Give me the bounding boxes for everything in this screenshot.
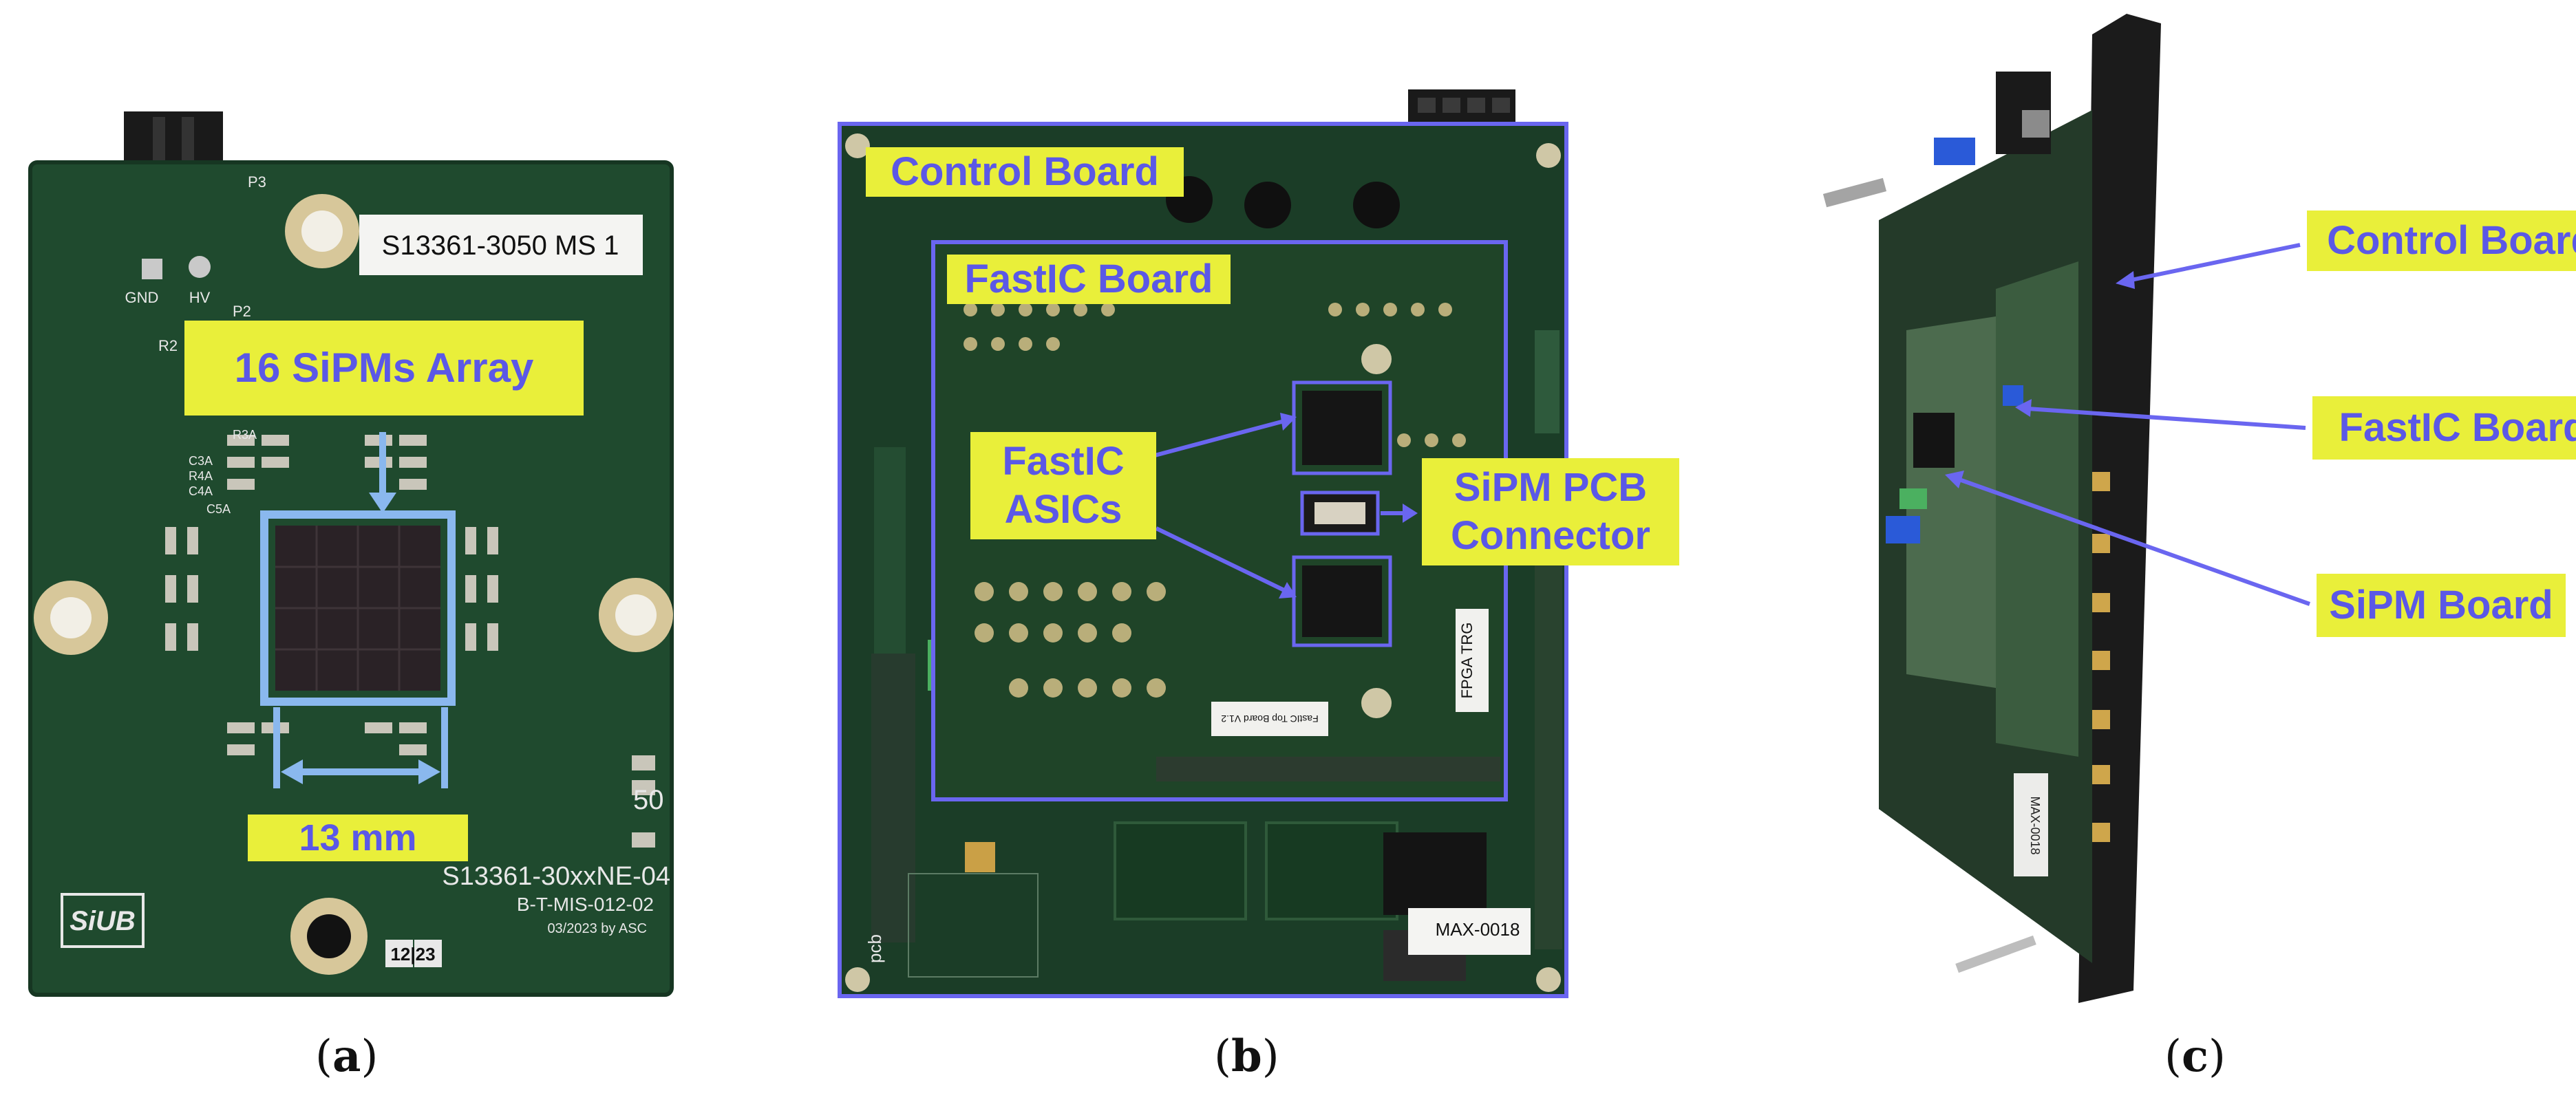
- back-plate: [2078, 14, 2161, 1003]
- panel-a-photo: S13361-3050 MS 1 GND HV P2 P3 R2 R3A C3A…: [28, 111, 674, 997]
- arrow-to-control-board: [2116, 271, 2135, 289]
- silk-date: 03/2023 by ASC: [547, 921, 647, 936]
- max-sticker-side: [2014, 773, 2048, 876]
- caption-b: (b): [1214, 1031, 1279, 1082]
- silk-50: 50: [633, 785, 664, 815]
- silk-part: S13361-30xxNE-04: [442, 862, 670, 891]
- siub-logo: [61, 893, 145, 948]
- label-sipm-array: 16 SiPMs Array: [184, 321, 584, 416]
- silk-hv: HV: [189, 289, 211, 306]
- yellow-button: [965, 842, 995, 872]
- silk-c5a: C5A: [206, 502, 231, 516]
- mount-hole: [285, 194, 359, 268]
- array-outline: [260, 510, 456, 706]
- mount-hole: [599, 578, 673, 652]
- max-label: MAX-0018: [1436, 919, 1520, 940]
- panel-c: MAX-0018 Control Board FastIC Board SiPM…: [1789, 0, 2576, 1100]
- label-fastic-asics-line2: ASICs: [1004, 487, 1122, 532]
- smd-components: [165, 435, 498, 755]
- asic-chip-top: [1302, 391, 1382, 465]
- fastic-sticker: [1211, 702, 1328, 736]
- label-sipm-board-c: SiPM Board: [2317, 574, 2566, 637]
- label-sipm-connector-line2: Connector: [1451, 513, 1650, 558]
- panel-b: MAX-0018 FPGA TRG FastIC Top Board V1.2 …: [812, 0, 1679, 1100]
- pcb-label: pcb: [864, 934, 885, 963]
- asic-chip-bottom: [1302, 565, 1382, 637]
- date-code: 12|23: [390, 944, 435, 964]
- max-sticker: [1408, 908, 1531, 955]
- fastic-sticker-text: FastIC Top Board V1.2: [1221, 713, 1319, 724]
- label-fastic-asics-line1: FastIC: [1002, 439, 1125, 484]
- max-label-side: MAX-0018: [2028, 796, 2042, 854]
- vias: [964, 303, 1466, 698]
- arrow-to-connector: [1403, 504, 1418, 523]
- panel-c-photo: MAX-0018: [1822, 14, 2311, 1003]
- silk-c3a: C3A: [189, 454, 213, 468]
- arrow-down: [369, 493, 396, 513]
- lower-chip: [1383, 832, 1487, 915]
- arrow-to-asic-top: [1280, 413, 1297, 431]
- arrow-to-sipm-board: [1945, 471, 1964, 488]
- fpga-trg-sticker: [1456, 609, 1489, 712]
- silk-ref: B-T-MIS-012-02: [517, 894, 654, 915]
- silk-r4a: R4A: [189, 469, 213, 483]
- silk-p2: P2: [233, 303, 251, 320]
- caption-c: (c): [2164, 1031, 2226, 1082]
- label-control-board-c: Control Board: [2307, 211, 2576, 271]
- mount-hole: [290, 898, 368, 975]
- fpga-trg-label: FPGA TRG: [1458, 623, 1476, 699]
- dimension-arrow-left: [281, 759, 303, 784]
- silk-p3: P3: [248, 173, 266, 191]
- logo-text: SiUB: [70, 906, 136, 936]
- silk-r2: R2: [158, 337, 178, 354]
- dimension-arrow-right: [418, 759, 440, 784]
- sticker-text: S13361-3050 MS 1: [382, 230, 619, 261]
- label-sipm-connector-line1: SiPM PCB: [1454, 465, 1648, 510]
- arrow-to-fastic-board: [2015, 399, 2032, 417]
- silk-c4a: C4A: [189, 484, 213, 498]
- label-13mm: 13 mm: [248, 815, 468, 861]
- label-sipm-connector: SiPM PCB Connector: [1422, 458, 1679, 565]
- label-fastic-board-c: FastIC Board: [2312, 396, 2576, 460]
- silk-r3a: R3A: [233, 428, 257, 442]
- label-control-board: Control Board: [866, 147, 1184, 197]
- sticker-label: [359, 215, 643, 275]
- mount-hole: [34, 581, 108, 655]
- arrow-to-asic-bottom: [1279, 582, 1297, 598]
- caption-a: (a): [315, 1031, 379, 1082]
- label-fastic-board: FastIC Board: [947, 255, 1231, 304]
- label-fastic-asics: FastIC ASICs: [970, 432, 1156, 539]
- silk-gnd: GND: [125, 289, 159, 306]
- panel-a: S13361-3050 MS 1 GND HV P2 P3 R2 R3A C3A…: [0, 0, 688, 1100]
- sipm-board-side: [1906, 316, 1996, 688]
